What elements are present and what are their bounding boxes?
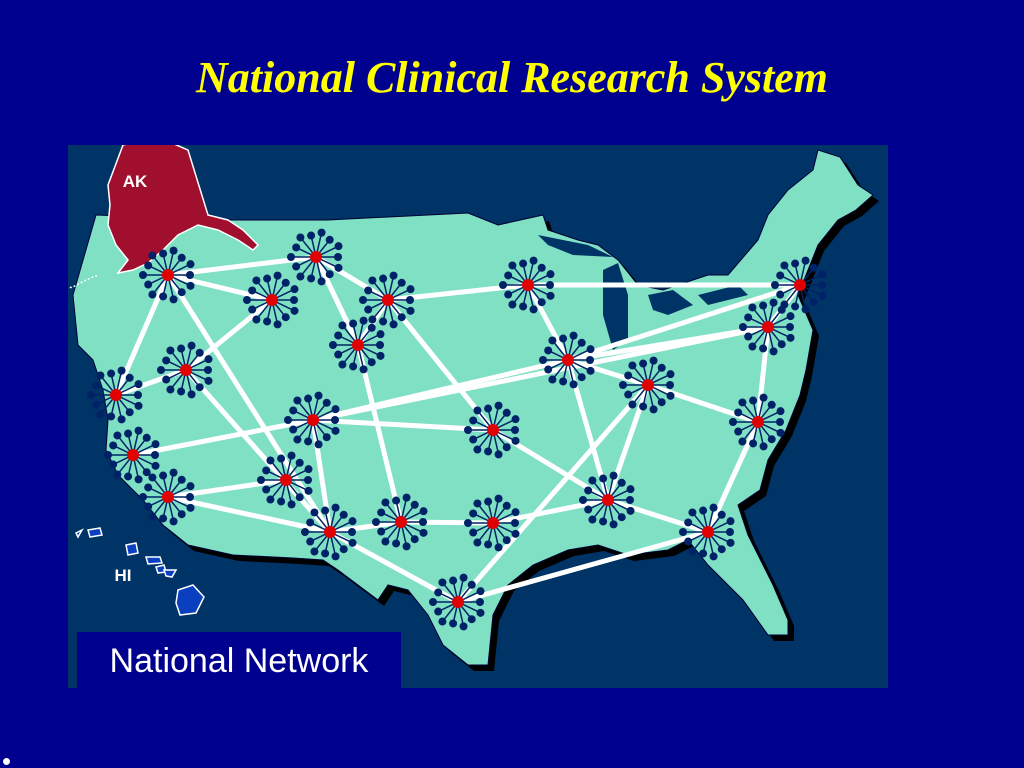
network-link — [130, 417, 316, 458]
national-network-caption: National Network — [77, 632, 401, 688]
hub-node — [752, 416, 764, 428]
network-link — [705, 419, 761, 535]
research-site-cluster — [739, 298, 795, 356]
hub-node — [310, 251, 322, 263]
hub-node — [162, 269, 174, 281]
hub-node — [352, 339, 364, 351]
research-site-cluster — [104, 426, 160, 484]
hub-node — [395, 516, 407, 528]
hub-node — [602, 494, 614, 506]
network-link — [183, 367, 333, 535]
network-link — [525, 282, 571, 363]
hawaii-group: HI — [74, 527, 205, 616]
hub-node — [642, 379, 654, 391]
hub-node — [794, 279, 806, 291]
research-site-cluster — [87, 366, 143, 424]
research-site-cluster — [139, 468, 195, 526]
hub-node — [382, 294, 394, 306]
network-link — [327, 519, 404, 535]
research-site-cluster — [579, 471, 635, 529]
alaska-group: AK — [107, 145, 260, 275]
hub-node — [487, 517, 499, 529]
research-site-cluster — [539, 331, 595, 389]
hub-node — [266, 294, 278, 306]
research-site-cluster — [679, 503, 735, 561]
hub-node — [702, 526, 714, 538]
network-link — [165, 494, 333, 535]
hub-node — [452, 596, 464, 608]
research-site-cluster — [372, 493, 428, 551]
hub-node — [522, 279, 534, 291]
slide-marker-dot — [3, 758, 10, 765]
research-site-cluster — [729, 393, 785, 451]
hub-node — [127, 449, 139, 461]
research-site-cluster — [243, 271, 299, 329]
research-site-cluster — [771, 256, 827, 314]
network-link — [113, 272, 171, 398]
research-site-cluster — [359, 271, 415, 329]
network-link — [310, 324, 771, 423]
research-site-cluster — [157, 341, 213, 399]
network-link — [313, 254, 391, 303]
hub-node — [180, 364, 192, 376]
network-link — [310, 417, 496, 433]
network-hubs — [87, 228, 827, 631]
research-site-cluster — [139, 246, 195, 304]
research-site-cluster — [284, 391, 340, 449]
alaska-label: AK — [123, 172, 148, 191]
network-link — [565, 282, 803, 363]
aleutian-islands — [68, 274, 99, 289]
network-link — [490, 497, 611, 526]
research-site-cluster — [329, 316, 385, 374]
hub-node — [324, 526, 336, 538]
research-site-cluster — [287, 228, 343, 286]
network-link — [455, 529, 711, 605]
hub-node — [280, 474, 292, 486]
research-site-cluster — [619, 356, 675, 414]
network-link — [605, 497, 711, 535]
hawaii-label: HI — [115, 566, 132, 585]
hub-node — [307, 414, 319, 426]
research-site-cluster — [301, 503, 357, 561]
network-link — [313, 254, 361, 348]
research-site-cluster — [464, 401, 520, 459]
network-link — [183, 297, 275, 373]
network-link — [455, 382, 651, 605]
network-link — [113, 367, 189, 398]
research-site-cluster — [464, 494, 520, 552]
hub-node — [162, 491, 174, 503]
research-site-cluster — [257, 451, 313, 509]
hub-node — [487, 424, 499, 436]
slide-title: National Clinical Research System — [196, 53, 828, 102]
hub-node — [110, 389, 122, 401]
hub-node — [762, 321, 774, 333]
network-link — [355, 342, 404, 525]
network-map: AK HI — [68, 145, 879, 671]
research-site-cluster — [499, 256, 555, 314]
research-site-cluster — [429, 573, 485, 631]
hub-node — [562, 354, 574, 366]
network-link — [165, 272, 275, 303]
alaska-shape — [107, 145, 260, 275]
network-link — [755, 324, 771, 425]
us-map-panel: AK HI — [68, 145, 888, 688]
network-link — [165, 272, 333, 535]
